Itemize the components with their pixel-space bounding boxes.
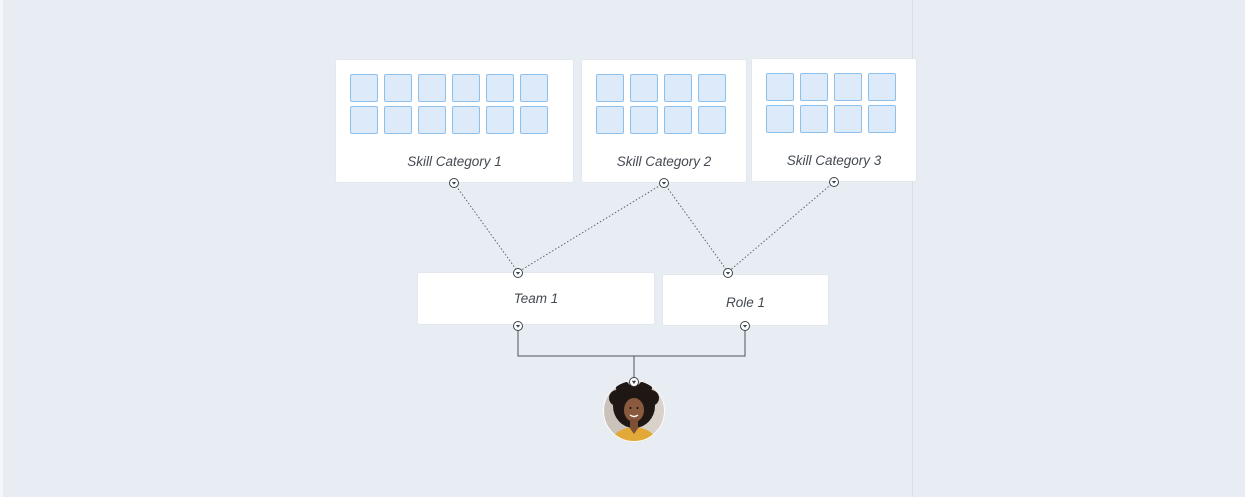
person-handle xyxy=(0,0,1245,497)
